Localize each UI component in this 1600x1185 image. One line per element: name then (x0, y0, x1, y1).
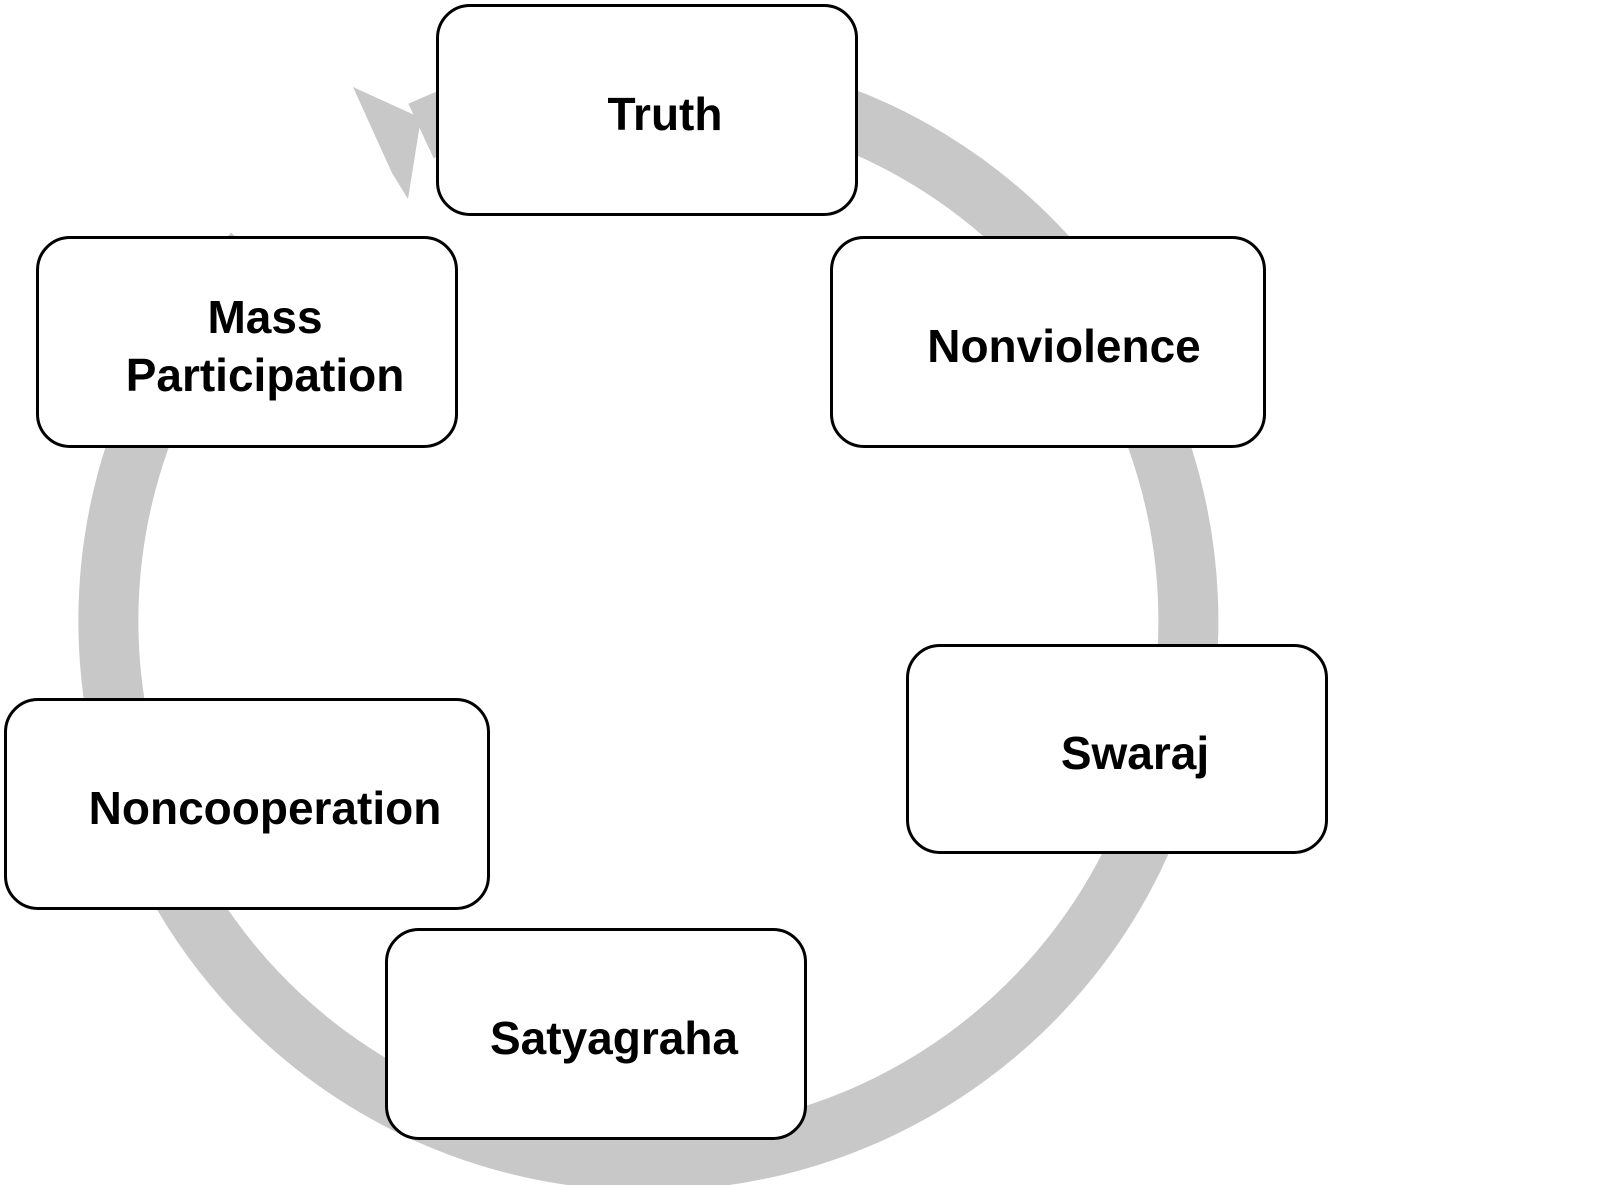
cycle-arrow-head (353, 87, 421, 199)
node-satyagraha-label: Satyagraha (489, 1012, 738, 1064)
node-truth-label: Truth (607, 88, 723, 140)
node-satyagraha: Satyagraha (385, 928, 807, 1140)
node-swaraj: Swaraj (906, 644, 1328, 854)
node-mass-participation: Mass Participation (36, 236, 458, 448)
node-mass-participation-label: Mass Participation (125, 291, 405, 401)
node-noncooperation-label: Noncooperation (88, 782, 442, 834)
node-noncooperation: Noncooperation (4, 698, 490, 910)
node-nonviolence-label: Nonviolence (927, 320, 1201, 372)
node-nonviolence: Nonviolence (830, 236, 1266, 448)
node-swaraj-label: Swaraj (1060, 727, 1210, 779)
node-truth: Truth (436, 4, 858, 216)
